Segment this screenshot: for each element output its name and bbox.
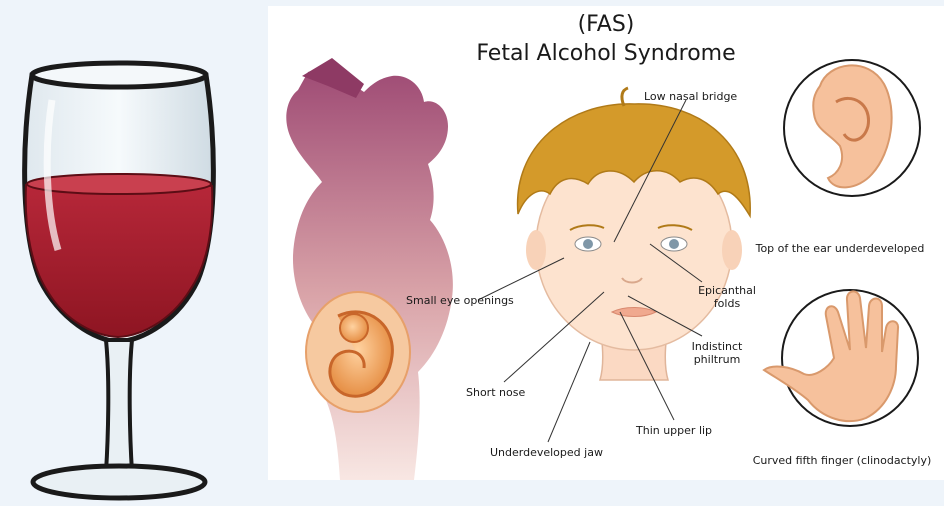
title-abbreviation: (FAS) — [268, 12, 944, 37]
label-epicanthal-folds: Epicanthal folds — [692, 284, 762, 310]
page-title: Fetal Alcohol Syndrome — [268, 41, 944, 66]
label-low-nasal-bridge: Low nasal bridge — [644, 90, 737, 103]
label-small-eye-openings: Small eye openings — [406, 294, 514, 307]
ear-circle — [784, 60, 920, 196]
label-underdeveloped-jaw: Underdeveloped jaw — [490, 446, 603, 459]
ear-caption: Top of the ear underdeveloped — [740, 242, 940, 255]
label-thin-upper-lip: Thin upper lip — [636, 424, 712, 437]
wine-glass-panel — [0, 0, 262, 506]
hand-circle — [764, 290, 918, 426]
boy-face-illustration — [518, 88, 751, 380]
pregnant-woman-silhouette — [286, 58, 453, 480]
label-short-nose: Short nose — [466, 386, 525, 399]
finger-caption: Curved fifth finger (clinodactyly) — [740, 454, 944, 467]
label-indistinct-philtrum: Indistinct philtrum — [682, 340, 752, 366]
embryo-icon — [306, 292, 410, 412]
fas-infographic: (FAS) Fetal Alcohol Syndrome Low nasal b… — [268, 6, 944, 480]
wine-glass-icon — [0, 0, 262, 506]
